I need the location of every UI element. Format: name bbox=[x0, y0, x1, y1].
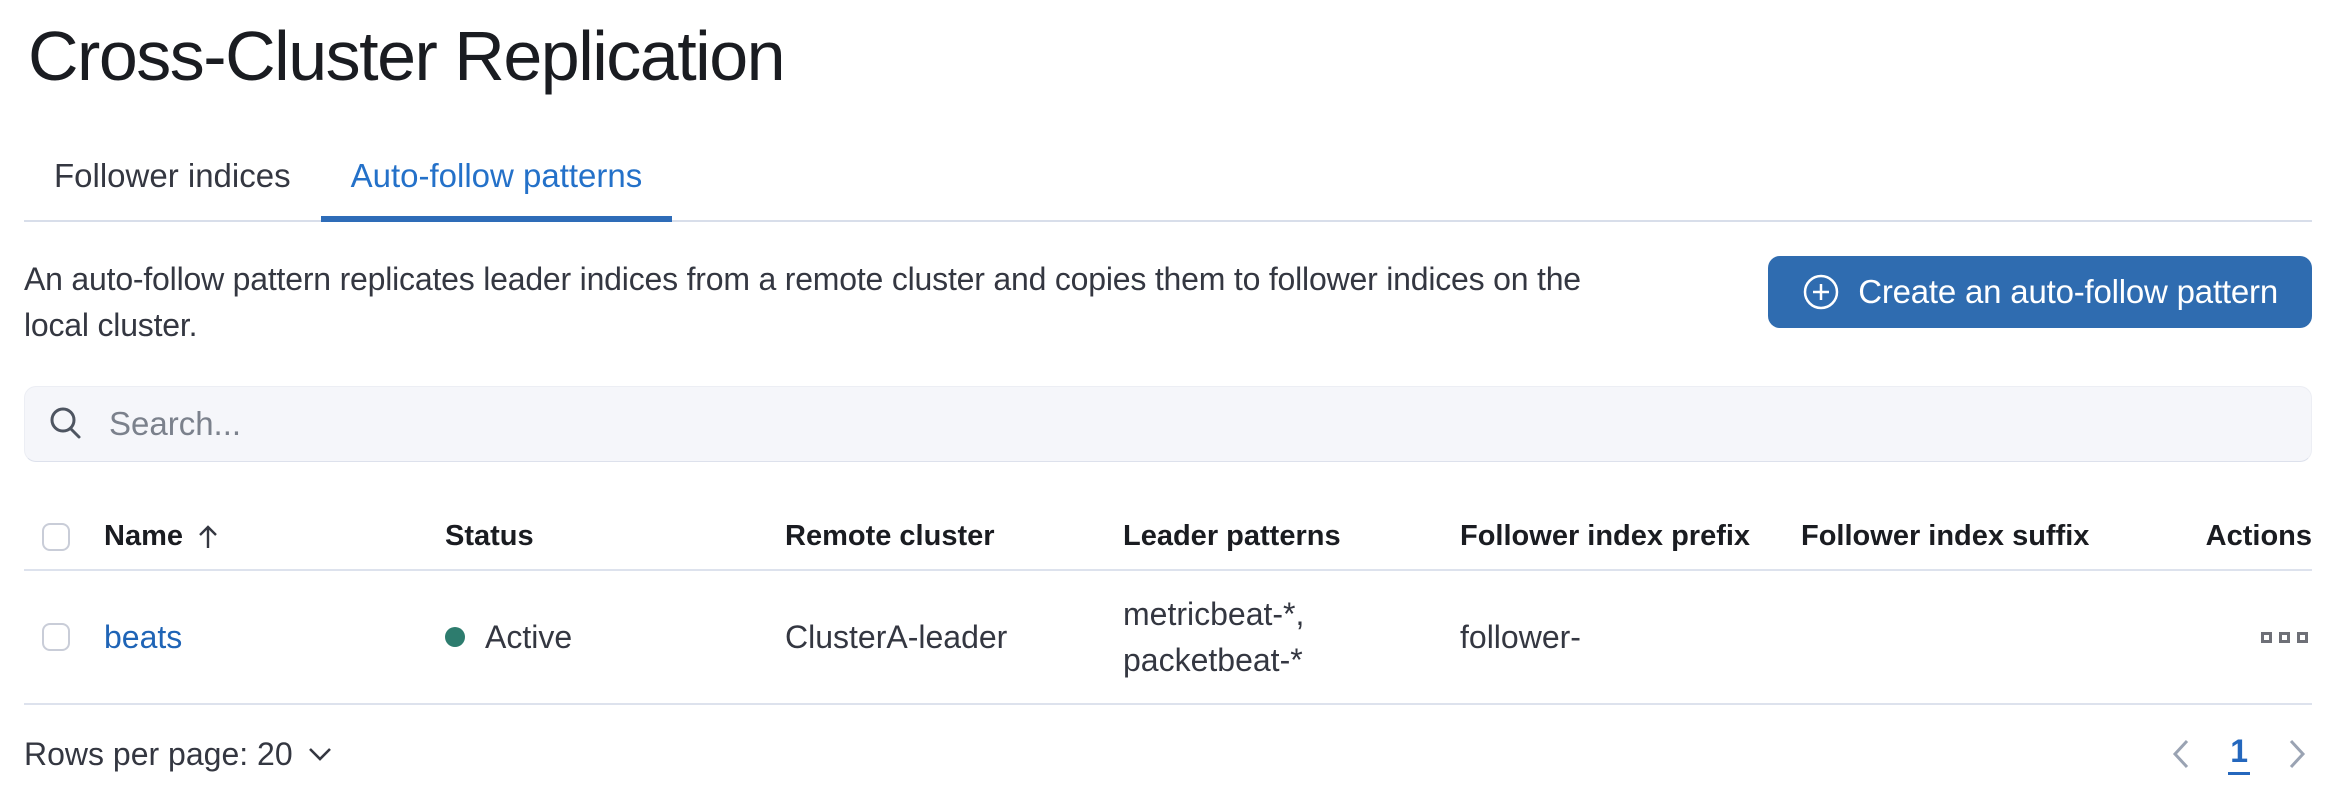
table-header-row: Name Status Remote cluster Leader patter… bbox=[24, 516, 2312, 571]
create-button-label: Create an auto-follow pattern bbox=[1858, 273, 2278, 310]
row-actions-button[interactable] bbox=[2257, 628, 2312, 647]
tab-bar: Follower indices Auto-follow patterns bbox=[24, 136, 2312, 222]
row-checkbox-cell bbox=[24, 623, 104, 651]
cell-leader-patterns: metricbeat-*, packetbeat-* bbox=[1123, 591, 1460, 683]
status-label: Active bbox=[485, 618, 573, 655]
plus-in-circle-icon bbox=[1802, 273, 1840, 311]
intro-row: An auto-follow pattern replicates leader… bbox=[24, 256, 2312, 348]
rows-per-page-label: Rows per page: 20 bbox=[24, 735, 293, 772]
page-title: Cross-Cluster Replication bbox=[28, 17, 786, 95]
sort-ascending-arrow-icon bbox=[193, 521, 223, 553]
leader-pattern-1: metricbeat-*, bbox=[1123, 596, 1305, 632]
search-icon bbox=[47, 405, 85, 443]
column-header-leader-patterns: Leader patterns bbox=[1123, 520, 1341, 552]
status-active-dot-icon bbox=[445, 627, 465, 647]
select-all-checkbox-cell bbox=[24, 522, 104, 551]
cell-name: beats bbox=[104, 619, 445, 656]
cell-follower-index-prefix: follower- bbox=[1460, 618, 1581, 655]
column-header-actions: Actions bbox=[2205, 520, 2312, 552]
chevron-down-icon bbox=[307, 745, 333, 763]
column-header-name-label: Name bbox=[104, 520, 183, 552]
previous-page-button[interactable] bbox=[2170, 737, 2192, 771]
tab-auto-follow-patterns[interactable]: Auto-follow patterns bbox=[320, 136, 673, 222]
intro-text: An auto-follow pattern replicates leader… bbox=[24, 261, 1581, 343]
column-header-follower-index-prefix: Follower index prefix bbox=[1460, 520, 1751, 552]
column-header-status: Status bbox=[445, 520, 534, 552]
rows-per-page-button[interactable]: Rows per page: 20 bbox=[24, 736, 333, 773]
pagination: 1 bbox=[2170, 733, 2308, 775]
cell-remote-cluster: ClusterA-leader bbox=[785, 618, 1008, 655]
next-page-button[interactable] bbox=[2286, 737, 2308, 771]
row-checkbox-beats[interactable] bbox=[42, 623, 70, 651]
auto-follow-patterns-table: Name Status Remote cluster Leader patter… bbox=[24, 516, 2312, 705]
cell-status: Active bbox=[445, 619, 785, 656]
search-bar bbox=[24, 386, 2312, 462]
leader-pattern-2: packetbeat-* bbox=[1123, 642, 1303, 678]
boxes-horizontal-icon bbox=[2261, 631, 2272, 643]
tab-follower-indices[interactable]: Follower indices bbox=[54, 157, 291, 194]
column-header-name[interactable]: Name bbox=[104, 520, 445, 553]
search-input[interactable] bbox=[107, 404, 2289, 444]
chevron-left-icon bbox=[2170, 737, 2192, 771]
chevron-right-icon bbox=[2286, 737, 2308, 771]
table-row-beats: beats Active ClusterA-leader metricbeat-… bbox=[24, 571, 2312, 705]
table-footer: Rows per page: 20 1 bbox=[24, 733, 2312, 775]
page-number-1[interactable]: 1 bbox=[2228, 733, 2250, 775]
cell-actions bbox=[2182, 628, 2312, 647]
column-header-follower-index-suffix: Follower index suffix bbox=[1801, 520, 2090, 552]
select-all-checkbox[interactable] bbox=[42, 522, 70, 551]
create-auto-follow-pattern-button[interactable]: Create an auto-follow pattern bbox=[1768, 256, 2312, 328]
beats-link[interactable]: beats bbox=[104, 618, 183, 655]
column-header-remote-cluster: Remote cluster bbox=[785, 520, 995, 552]
